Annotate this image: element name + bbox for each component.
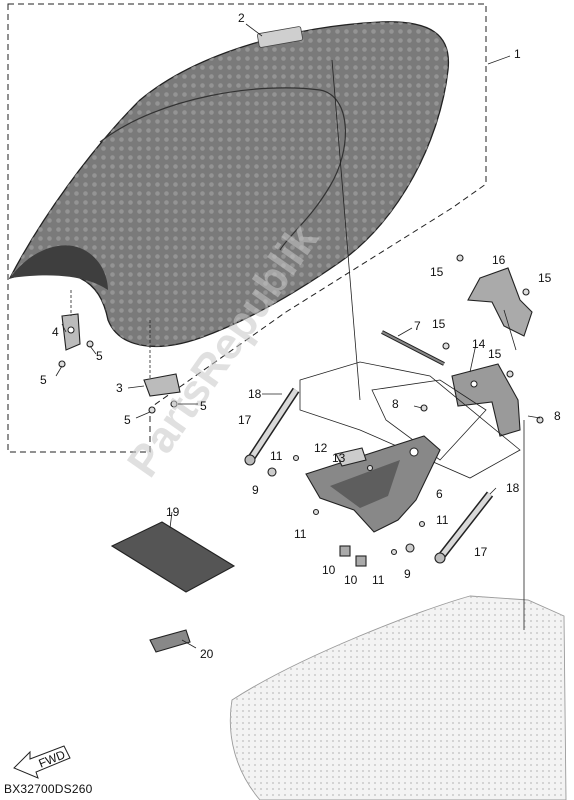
callout-11b: 11 <box>294 527 307 541</box>
inner-outline-a <box>371 379 487 461</box>
callout-9a: 9 <box>252 483 259 497</box>
bolts-11 <box>292 454 426 556</box>
hinge-14 <box>451 363 521 437</box>
callout-16: 16 <box>492 253 506 267</box>
callout-8b: 8 <box>554 409 561 423</box>
callout-19: 19 <box>166 505 180 519</box>
callout-2: 2 <box>238 11 245 25</box>
fwd-arrow-label: FWD <box>37 747 68 770</box>
callout-11c: 11 <box>436 513 449 527</box>
callout-labels: 1 2 3 4 5 5 5 5 6 7 8 8 9 9 10 10 11 11 … <box>40 11 561 661</box>
callout-5d: 5 <box>200 399 207 413</box>
callout-6: 6 <box>436 487 443 501</box>
hardware-12-13 <box>335 447 374 472</box>
rod-7 <box>381 330 445 366</box>
diagram-code: BX32700DS260 <box>4 782 93 796</box>
callout-5c: 5 <box>124 413 131 427</box>
callout-11a: 11 <box>270 449 283 463</box>
callout-leaders <box>55 23 541 649</box>
callout-17b: 17 <box>474 545 488 559</box>
callout-15a: 15 <box>430 265 444 279</box>
callout-9b: 9 <box>404 567 411 581</box>
seat-label-plate <box>257 26 303 48</box>
callout-12: 12 <box>314 441 328 455</box>
strap-20 <box>149 629 191 653</box>
callout-17a: 17 <box>238 413 252 427</box>
callout-13: 13 <box>332 451 346 465</box>
gas-damper-lower <box>434 491 494 564</box>
seat-lock-hook <box>61 290 81 351</box>
screws-5 <box>58 340 178 414</box>
storage-mat-19 <box>110 521 236 593</box>
seat-group-outline <box>7 3 487 453</box>
callout-5b: 5 <box>40 373 47 387</box>
callout-10a: 10 <box>322 563 336 577</box>
callout-8a: 8 <box>392 397 399 411</box>
seat-bracket-3 <box>143 320 181 397</box>
bracket-16 <box>467 267 533 337</box>
callout-1: 1 <box>514 47 521 61</box>
inner-outline-b <box>299 361 521 479</box>
callout-15c: 15 <box>432 317 446 331</box>
nuts-9 <box>267 467 415 553</box>
callout-14: 14 <box>472 337 486 351</box>
callout-18a: 18 <box>248 387 262 401</box>
callout-7: 7 <box>414 319 421 333</box>
callout-15b: 15 <box>538 271 552 285</box>
fwd-arrow-icon: FWD <box>13 745 71 779</box>
seat-to-frame-leader <box>331 59 361 401</box>
callout-20: 20 <box>200 647 214 661</box>
clips-8 <box>420 404 544 424</box>
base-bracket-6 <box>305 435 441 533</box>
callout-18b: 18 <box>506 481 520 495</box>
callout-11d: 11 <box>372 573 385 587</box>
seat-front-shadow <box>10 245 108 290</box>
collars-10 <box>339 545 367 567</box>
gas-damper-upper <box>244 387 300 466</box>
callout-10b: 10 <box>344 573 358 587</box>
callout-15d: 15 <box>488 347 502 361</box>
seat-step-edge <box>99 87 346 251</box>
callout-4: 4 <box>52 325 59 339</box>
callout-5a: 5 <box>96 349 103 363</box>
vehicle-frame <box>229 595 567 800</box>
callout-3: 3 <box>116 381 123 395</box>
bolts-15 <box>442 254 530 378</box>
seat-assembly <box>8 21 450 347</box>
